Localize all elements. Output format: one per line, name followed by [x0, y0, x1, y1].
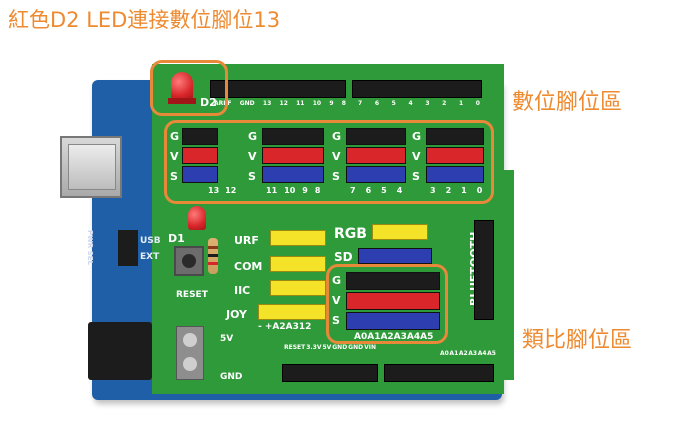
analog-area-label: 類比腳位區 — [522, 322, 632, 354]
power-pin-block — [176, 326, 204, 380]
pin-label: 10 — [313, 100, 321, 107]
power-jack — [88, 322, 152, 380]
power-pin-hole — [183, 357, 197, 371]
resistor-band — [208, 246, 218, 249]
reset-button-cap — [182, 254, 196, 268]
digital-area-label: 數位腳位區 — [512, 84, 622, 116]
usb-connector-inner — [68, 144, 116, 190]
pin-label: 13 — [263, 100, 271, 107]
power-pin-hole — [183, 333, 197, 347]
joy-sub-text: - +A2A3 — [258, 322, 299, 332]
pin-label: 4 — [408, 100, 412, 107]
pin-label: 5 — [392, 100, 396, 107]
pin-label: A4 — [478, 350, 487, 357]
urf-label: URF — [234, 234, 259, 247]
5v-label: 5V — [220, 334, 233, 344]
ext-label: EXT — [140, 252, 159, 262]
bottom-header-left-labels: RESET 3.3V 5V GND GND VIN — [284, 344, 376, 351]
pin-label: GND — [348, 344, 363, 351]
top-header-right — [352, 80, 482, 98]
pin-label: 12 — [280, 100, 288, 107]
pin-label: 8 — [342, 100, 346, 107]
pin-label: 7 — [358, 100, 362, 107]
joy-sub-text-2: 12 — [299, 322, 312, 332]
pin-label: A0 — [440, 350, 449, 357]
pin-label: 3.3V — [306, 344, 321, 351]
red-led-d1 — [188, 206, 206, 230]
joy-label: JOY — [226, 308, 247, 321]
sd-header — [358, 248, 432, 264]
pin-label: 0 — [476, 100, 480, 107]
usb-label: USB — [140, 236, 161, 246]
pin-label: 2 — [442, 100, 446, 107]
bottom-header-right — [384, 364, 494, 382]
pin-label: A1 — [449, 350, 458, 357]
resistor-band — [208, 254, 218, 257]
led-callout — [150, 60, 228, 116]
com-label: COM — [234, 260, 262, 273]
pin-label: 3 — [425, 100, 429, 107]
pwr-sel-label: PWR SEL — [86, 230, 94, 265]
top-header-right-labels: 7 6 5 4 3 2 1 0 — [358, 100, 480, 107]
pwr-sel-jumper[interactable] — [118, 230, 138, 266]
sd-label: SD — [334, 250, 353, 264]
iic-label: IIC — [234, 284, 250, 297]
led-d1-label: D1 — [168, 232, 185, 245]
pin-label: 1 — [459, 100, 463, 107]
pin-label: 9 — [329, 100, 333, 107]
urf-header — [270, 230, 326, 246]
rgb-header — [372, 224, 428, 240]
pin-label: VIN — [364, 344, 376, 351]
analog-area-callout — [326, 264, 448, 344]
gnd-label: GND — [220, 372, 242, 382]
top-header-left — [210, 80, 346, 98]
diagram-title: 紅色D2 LED連接數位腳位13 — [8, 4, 280, 34]
bottom-header-right-labels: A0 A1 A2 A3 A4 A5 — [440, 350, 496, 357]
pin-label: A2 — [459, 350, 468, 357]
pin-label: RESET — [284, 344, 305, 351]
com-header — [270, 256, 326, 272]
resistor-band — [208, 262, 218, 265]
bluetooth-header — [474, 220, 494, 320]
joy-header — [258, 304, 326, 320]
digital-area-callout — [164, 120, 494, 204]
pin-label: 11 — [296, 100, 304, 107]
pin-label: A3 — [468, 350, 477, 357]
rgb-label: RGB — [334, 226, 367, 242]
pin-label: 6 — [375, 100, 379, 107]
bottom-header-left — [282, 364, 378, 382]
pin-label: A5 — [487, 350, 496, 357]
top-header-left-labels: AREF GND 13 12 11 10 9 8 — [214, 100, 346, 107]
pin-label: 5V — [322, 344, 331, 351]
joy-sub-label: - +A2A312 — [258, 322, 311, 332]
iic-header — [270, 280, 326, 296]
reset-button[interactable] — [174, 246, 204, 276]
pin-label: GND — [332, 344, 347, 351]
pin-label: GND — [240, 100, 255, 107]
reset-label: RESET — [176, 290, 208, 300]
